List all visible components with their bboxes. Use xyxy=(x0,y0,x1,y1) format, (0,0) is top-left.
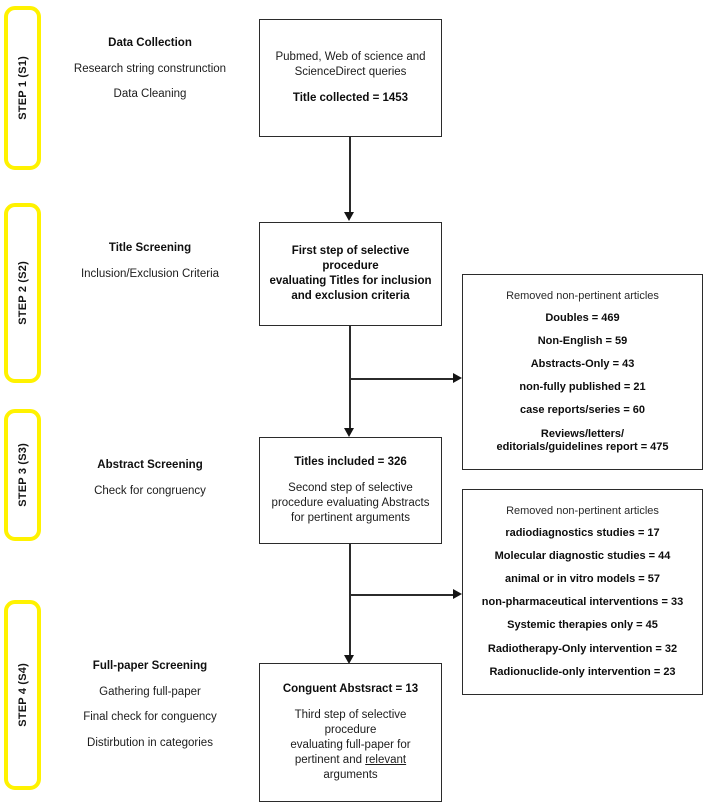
exclusions-titles-heading: Removed non-pertinent articles xyxy=(506,289,659,302)
flow-box-title-screening-line-2: evaluating Titles for inclusion xyxy=(269,275,432,287)
flow-box-collection-count: Title collected = 1453 xyxy=(292,91,409,104)
step-description-s4-line-2: Final check for conguency xyxy=(83,711,217,723)
step-bar-s4-label: STEP 4 (S4) xyxy=(16,663,29,727)
flow-box-collection: Pubmed, Web of science and ScienceDirect… xyxy=(259,19,442,137)
flow-box-title-screening-line-1: First step of selective procedure xyxy=(291,245,410,273)
exclusions-abstracts-item-4: non-pharmaceutical interventions = 33 xyxy=(481,596,684,609)
flow-box-full-paper-screening-line-3: pertinent and relevant xyxy=(295,753,406,768)
flow-box-abstract-screening-line-1: Second step of selective xyxy=(288,482,413,495)
step-description-s1: Data Collection Research string construn… xyxy=(50,37,250,101)
exclusions-abstracts-item-7: Radionuclide-only intervention = 23 xyxy=(489,665,676,678)
flow-box-title-screening-line-3: and exclusion criteria xyxy=(291,289,410,302)
exclusions-titles-item-3: Abstracts-Only = 43 xyxy=(530,358,635,371)
arrow-title-to-abstract xyxy=(344,428,354,437)
exclusions-abstracts-panel: Removed non-pertinent articles radiodiag… xyxy=(462,489,703,695)
flow-box-full-paper-screening-count: Conguent Abstsract = 13 xyxy=(282,683,419,696)
exclusions-abstracts-heading: Removed non-pertinent articles xyxy=(506,504,659,517)
exclusions-titles-panel: Removed non-pertinent articles Doubles =… xyxy=(462,274,703,470)
step-bar-s4: STEP 4 (S4) xyxy=(4,600,41,790)
flow-box-full-paper-screening: Conguent Abstsract = 13 Third step of se… xyxy=(259,663,442,802)
step-bar-s2: STEP 2 (S2) xyxy=(4,203,41,383)
exclusions-abstracts-item-5: Systemic therapies only = 45 xyxy=(507,619,658,632)
flow-box-abstract-screening-count: Titles included = 326 xyxy=(294,456,407,469)
flow-box-full-paper-screening-line-1: Third step of selective procedure xyxy=(294,709,407,737)
step-bar-s2-label: STEP 2 (S2) xyxy=(16,261,29,325)
step-bar-s3: STEP 3 (S3) xyxy=(4,409,41,541)
exclusions-titles-item-2: Non-English = 59 xyxy=(537,335,628,348)
step-description-s4: Full-paper Screening Gathering full-pape… xyxy=(50,660,250,749)
step-description-s2-line-1: Inclusion/Exclusion Criteria xyxy=(80,267,220,280)
exclusions-titles-item-4: non-fully published = 21 xyxy=(519,381,646,394)
step-description-s2: Title Screening Inclusion/Exclusion Crit… xyxy=(50,242,250,280)
exclusions-titles-item-5: case reports/series = 60 xyxy=(519,404,646,417)
step-description-s3-title: Abstract Screening xyxy=(97,459,203,471)
step-description-s1-line-1: Research string construnction xyxy=(73,62,227,75)
exclusions-abstracts-item-2: Molecular diagnostic studies = 44 xyxy=(494,550,671,563)
step-bar-s1: STEP 1 (S1) xyxy=(4,6,41,170)
flow-box-collection-line-2: ScienceDirect queries xyxy=(294,66,407,79)
step-bar-s3-label: STEP 3 (S3) xyxy=(16,443,29,507)
flow-box-abstract-screening-line-2: procedure evaluating Abstracts xyxy=(271,497,430,509)
arrow-abstract-to-exclusions xyxy=(453,589,462,599)
step-description-s3-line-1: Check for congruency xyxy=(94,484,206,497)
connector-abstract-to-exclusions xyxy=(349,594,455,596)
connector-abstract-to-fullpaper xyxy=(349,544,351,659)
connector-title-to-exclusions xyxy=(349,378,455,380)
exclusions-abstracts-item-6: Radiotherapy-Only intervention = 32 xyxy=(487,642,678,655)
exclusions-abstracts-item-1: radiodiagnostics studies = 17 xyxy=(505,526,660,539)
connector-collection-to-title xyxy=(349,137,351,214)
flow-box-full-paper-screening-line-2: evaluating full-paper for xyxy=(290,739,411,751)
arrow-title-to-exclusions xyxy=(453,373,462,383)
exclusions-titles-item-6: Reviews/letters/ editorials/guidelines r… xyxy=(496,427,669,453)
full-paper-pertinent-text: pertinent and xyxy=(294,753,366,766)
full-paper-relevant-underlined: relevant xyxy=(365,753,407,766)
step-description-s1-line-2: Data Cleaning xyxy=(113,88,187,100)
step-description-s3: Abstract Screening Check for congruency xyxy=(50,459,250,497)
step-description-s4-line-1: Gathering full-paper xyxy=(99,685,201,698)
flow-box-abstract-screening: Titles included = 326 Second step of sel… xyxy=(259,437,442,544)
exclusions-abstracts-item-3: animal or in vitro models = 57 xyxy=(505,573,660,586)
arrow-abstract-to-fullpaper xyxy=(344,655,354,664)
flow-box-abstract-screening-line-3: for pertinent arguments xyxy=(291,511,410,524)
step-description-s4-title: Full-paper Screening xyxy=(92,660,208,672)
arrow-collection-to-title xyxy=(344,212,354,221)
flow-box-title-screening: First step of selective procedure evalua… xyxy=(259,222,442,326)
step-description-s2-title: Title Screening xyxy=(108,242,192,254)
step-description-s4-line-3: Distirbution in categories xyxy=(87,736,213,749)
step-description-s1-title: Data Collection xyxy=(108,37,192,49)
step-bar-s1-label: STEP 1 (S1) xyxy=(16,56,29,120)
flow-box-collection-line-1: Pubmed, Web of science and xyxy=(275,51,426,64)
exclusions-titles-item-1: Doubles = 469 xyxy=(545,311,620,324)
flow-box-full-paper-screening-line-4: arguments xyxy=(323,768,378,781)
